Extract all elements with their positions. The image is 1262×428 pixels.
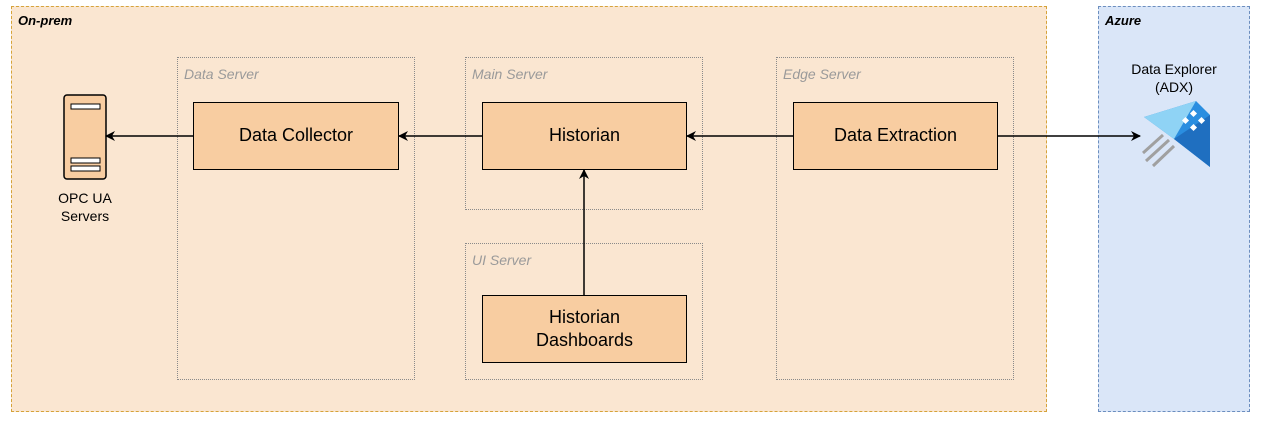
ui-server-title: UI Server [472,252,532,268]
historian-dashboards-label-line2: Dashboards [535,330,634,350]
main-server-title: Main Server [472,66,548,82]
data-extraction-label: Data Extraction [833,125,958,146]
data-server: Data Server [177,57,415,380]
opc-ua-caption-line1: OPC UA [58,190,112,206]
data-extraction-node[interactable]: Data Extraction [793,102,998,170]
azure-title: Azure [1105,13,1142,28]
data-server-title: Data Server [184,66,259,82]
adx-caption-line1: Data Explorer [1131,61,1217,77]
adx-caption: Data Explorer (ADX) [1112,61,1236,96]
opc-ua-caption-line2: Servers [60,207,110,224]
edge-server-title: Edge Server [783,66,861,82]
historian-label: Historian [548,125,621,146]
onprem-title: On-prem [18,13,73,28]
adx-caption-line2: (ADX) [1154,78,1194,95]
server-icon[interactable] [63,94,107,180]
data-explorer-icon[interactable] [1141,101,1210,168]
data-collector-node[interactable]: Data Collector [193,102,399,170]
historian-dashboards-label-line1: Historian [548,306,621,327]
azure-zone: Azure [1098,6,1250,412]
historian-node[interactable]: Historian [482,102,687,170]
historian-dashboards-node[interactable]: Historian Dashboards [482,295,687,363]
edge-server: Edge Server [776,57,1014,380]
data-collector-label: Data Collector [238,125,354,146]
opc-ua-caption: OPC UA Servers [40,190,130,225]
